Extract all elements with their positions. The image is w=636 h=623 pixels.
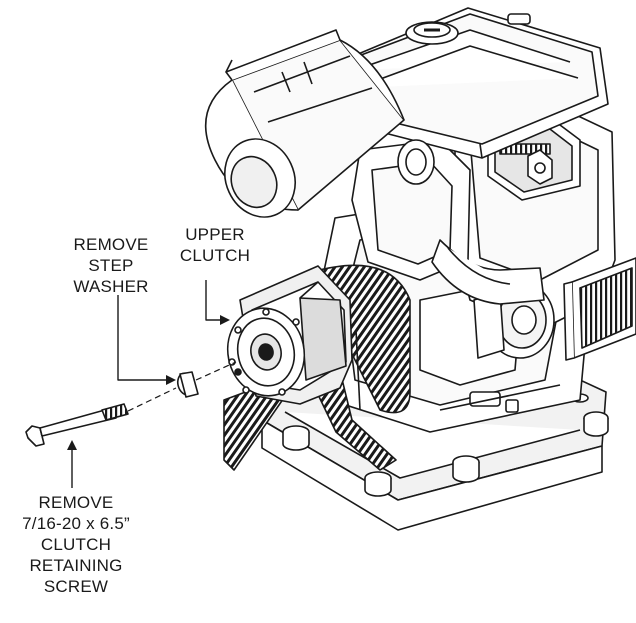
muffler [204, 29, 435, 218]
callout-line: CLUTCH [40, 535, 112, 554]
callout-line: UPPER [185, 225, 245, 244]
arrowheads [67, 315, 230, 450]
callout-line: WASHER [73, 277, 149, 296]
oil-cooler [563, 257, 636, 361]
callout-step-washer: REMOVE STEP WASHER [56, 234, 166, 297]
callout-line: RETAINING [29, 556, 123, 575]
intake-tube [431, 239, 545, 305]
callout-retaining-screw: REMOVE 7/16-20 x 6.5” CLUTCH RETAINING S… [6, 492, 146, 597]
callout-line: CLUTCH [179, 246, 251, 265]
step-washer [176, 371, 199, 398]
upper-clutch [226, 265, 353, 405]
callout-line: REMOVE [38, 493, 114, 512]
leader-lines [71, 280, 224, 488]
leader-upper-clutch [205, 280, 224, 321]
retaining-screw [25, 403, 129, 447]
callout-upper-clutch: UPPER CLUTCH [170, 224, 260, 266]
leader-step-washer [117, 295, 168, 381]
callout-line: 7/16-20 x 6.5” [22, 514, 130, 533]
callout-line: STEP [88, 256, 134, 275]
mounting-feet [282, 393, 609, 497]
assembly-centerline [127, 361, 237, 412]
callout-line: SCREW [43, 577, 109, 596]
callout-line: REMOVE [73, 235, 149, 254]
